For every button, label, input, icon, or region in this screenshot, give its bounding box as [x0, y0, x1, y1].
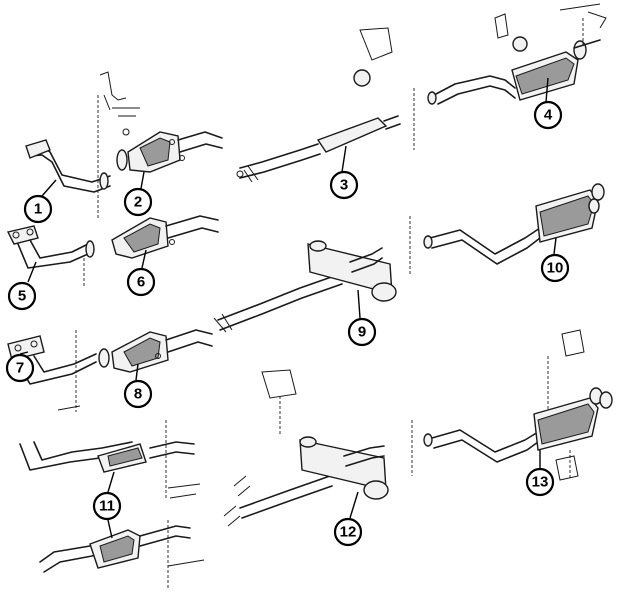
callout-8: 8: [123, 379, 153, 409]
part-5-front-pipe: [6, 225, 95, 286]
part-13-rear-silencer: [411, 329, 613, 481]
callout-12: 12: [333, 517, 363, 547]
part-11-catalytic-assembly: [19, 420, 205, 590]
svg-text:7: 7: [16, 360, 24, 377]
callout-4: 4: [533, 100, 563, 130]
part-12-center-silencer: [223, 369, 389, 527]
callout-10: 10: [540, 253, 570, 283]
part-10-rear-silencer: [409, 183, 605, 276]
callout-6: 6: [126, 267, 156, 297]
svg-text:5: 5: [18, 288, 26, 305]
callout-13: 13: [525, 467, 555, 497]
svg-text:2: 2: [134, 194, 142, 211]
svg-text:12: 12: [340, 524, 357, 541]
svg-text:11: 11: [99, 498, 115, 515]
callout-7: 7: [5, 353, 35, 383]
part-2-catalytic-converter: [116, 131, 223, 173]
callout-5: 5: [7, 281, 37, 311]
svg-text:8: 8: [134, 386, 142, 403]
part-9-center-silencer: [213, 240, 397, 333]
callout-9: 9: [347, 317, 377, 347]
part-8-catalytic-converter: [98, 329, 213, 373]
callout-1: 1: [23, 194, 53, 224]
part-4-rear-silencer: [353, 3, 607, 150]
svg-text:10: 10: [547, 260, 564, 277]
leader-lines: [19, 77, 557, 539]
callout-3: 3: [329, 170, 359, 200]
svg-text:13: 13: [532, 474, 549, 491]
svg-text:1: 1: [34, 201, 42, 218]
part-1-front-pipe: [25, 71, 140, 220]
svg-text:6: 6: [137, 274, 145, 291]
svg-text:3: 3: [340, 177, 348, 194]
svg-text:4: 4: [544, 107, 553, 124]
callout-11: 11: [92, 491, 122, 521]
callout-2: 2: [123, 187, 153, 217]
part-6-catalytic-converter: [111, 215, 219, 259]
svg-text:9: 9: [358, 324, 366, 341]
part-3-center-pipe: [236, 115, 401, 183]
